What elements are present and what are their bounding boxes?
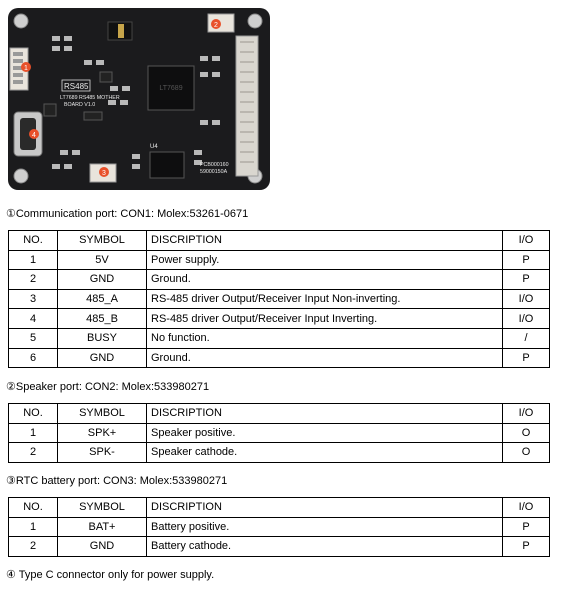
u4-chip [149,151,185,179]
marker-1: 1 [21,62,31,72]
table-row: 2 GND Ground. P [8,269,550,290]
cell-no: 1 [8,422,58,444]
cell-no: 5 [8,327,58,349]
cell-description: Battery cathode. [146,536,503,557]
table-row: 1 SPK+ Speaker positive. O [8,422,550,444]
chip-marking: LT7689 [159,85,182,92]
cell-symbol: BAT+ [57,516,147,538]
marker-4: 4 [29,129,39,139]
cell-symbol: BUSY [57,327,147,349]
pin-table-con3: NO. SYMBOL DISCRIPTION I/O 1 BAT+ Batter… [8,497,550,557]
cell-no: 1 [8,249,58,271]
silk-pcb-code-1: PCB000160 [200,162,229,168]
svg-text:4: 4 [32,132,36,139]
table-row: 2 GND Battery cathode. P [8,536,550,557]
cell-description: Power supply. [146,249,503,271]
cell-symbol: 5V [57,249,147,271]
cell-io: O [502,422,550,444]
table-header-row: NO. SYMBOL DISCRIPTION I/O [8,403,550,424]
table-row: 3 485_A RS-485 driver Output/Receiver In… [8,288,550,310]
col-header-symbol: SYMBOL [57,230,147,251]
col-header-no: NO. [8,230,58,251]
col-header-io: I/O [502,497,550,518]
main-chip [147,65,195,111]
cell-description: Ground. [146,347,503,369]
silk-rs485: RS485 [64,82,89,91]
cell-io: I/O [502,288,550,310]
table-row: 5 BUSY No function. / [8,327,550,349]
cell-symbol: SPK- [57,442,147,463]
col-header-description: DISCRIPTION [146,230,503,251]
pcb-board [8,8,270,190]
pin-table-con1: NO. SYMBOL DISCRIPTION I/O 1 5V Power su… [8,230,550,369]
silk-board-name-1: LT7689 RS485 MOTHER [60,95,120,101]
cell-description: Battery positive. [146,516,503,538]
table-row: 1 BAT+ Battery positive. P [8,516,550,538]
u4-label: U4 [150,144,158,150]
col-header-io: I/O [502,403,550,424]
cell-no: 2 [8,442,58,463]
cell-symbol: GND [57,347,147,369]
cell-description: No function. [146,327,503,349]
cell-no: 2 [8,536,58,557]
fpc-connector [235,35,259,177]
marker-2: 2 [211,19,221,29]
section-caption-con1: ①Communication port: CON1: Molex:53261-0… [6,208,249,220]
table-header-row: NO. SYMBOL DISCRIPTION I/O [8,230,550,251]
mount-hole [13,13,29,29]
col-header-symbol: SYMBOL [57,497,147,518]
pcb-photo: LT7689 U4 RS485 LT7689 R [0,0,280,198]
silk-pcb-code-2: 59000150A [200,169,228,175]
cell-io: P [502,516,550,538]
col-header-io: I/O [502,230,550,251]
cell-symbol: SPK+ [57,422,147,444]
mount-hole [13,168,29,184]
typec-footnote: ④ Type C connector only for power supply… [6,569,215,581]
cell-io: / [502,327,550,349]
cell-no: 3 [8,288,58,310]
cell-io: O [502,442,550,463]
col-header-description: DISCRIPTION [146,497,503,518]
cell-io: I/O [502,308,550,329]
cell-description: Speaker positive. [146,422,503,444]
pin-table-con2: NO. SYMBOL DISCRIPTION I/O 1 SPK+ Speake… [8,403,550,463]
cell-symbol: GND [57,536,147,557]
cell-no: 6 [8,347,58,369]
cell-symbol: 485_A [57,288,147,310]
cell-description: RS-485 driver Output/Receiver Input Non-… [146,288,503,310]
cell-description: Speaker cathode. [146,442,503,463]
svg-text:1: 1 [24,65,28,72]
cell-no: 1 [8,516,58,538]
cell-description: Ground. [146,269,503,290]
cell-io: P [502,249,550,271]
col-header-no: NO. [8,403,58,424]
cell-io: P [502,347,550,369]
col-header-symbol: SYMBOL [57,403,147,424]
table-row: 2 SPK- Speaker cathode. O [8,442,550,463]
cell-no: 2 [8,269,58,290]
cell-description: RS-485 driver Output/Receiver Input Inve… [146,308,503,329]
table-header-row: NO. SYMBOL DISCRIPTION I/O [8,497,550,518]
pcb-board-illustration: LT7689 U4 RS485 LT7689 R [0,0,280,198]
cell-symbol: 485_B [57,308,147,329]
cell-io: P [502,536,550,557]
col-header-no: NO. [8,497,58,518]
col-header-description: DISCRIPTION [146,403,503,424]
table-row: 1 5V Power supply. P [8,249,550,271]
svg-text:3: 3 [102,170,106,177]
silk-board-name-2: BOARD V1.0 [64,102,95,108]
cell-io: P [502,269,550,290]
table-row: 6 GND Ground. P [8,347,550,369]
marker-3: 3 [99,167,109,177]
section-caption-con3: ③RTC battery port: CON3: Molex:533980271 [6,475,228,487]
cell-no: 4 [8,308,58,329]
mount-hole [247,13,263,29]
svg-text:2: 2 [214,22,218,29]
section-caption-con2: ②Speaker port: CON2: Molex:533980271 [6,381,210,393]
table-row: 4 485_B RS-485 driver Output/Receiver In… [8,308,550,329]
cell-symbol: GND [57,269,147,290]
